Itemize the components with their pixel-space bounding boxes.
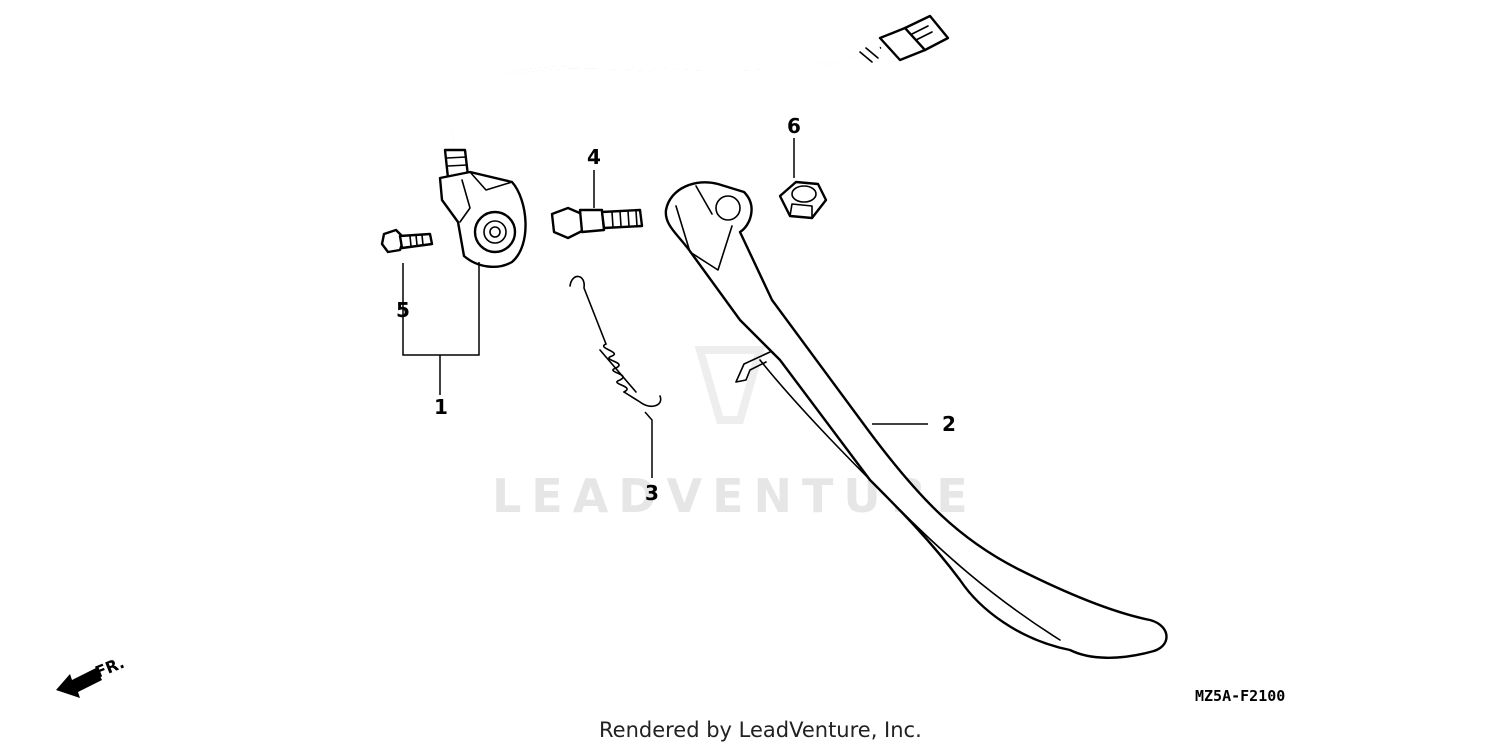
side-stand-2[interactable] bbox=[664, 181, 1168, 659]
callout-5[interactable]: 5 bbox=[396, 298, 410, 322]
callout-1[interactable]: 1 bbox=[434, 395, 448, 419]
bolt-5[interactable] bbox=[380, 228, 434, 254]
front-direction-indicator: FR. bbox=[56, 653, 127, 698]
footer-credit: Rendered by LeadVenture, Inc. bbox=[599, 718, 922, 742]
drawing-code: MZ5A-F2100 bbox=[1195, 687, 1285, 705]
side-stand-switch[interactable] bbox=[438, 14, 950, 268]
front-arrow-icon bbox=[56, 668, 102, 698]
pivot-bolt-4[interactable] bbox=[550, 206, 644, 240]
callout-3[interactable]: 3 bbox=[645, 481, 659, 505]
callouts: 1 2 3 4 5 6 bbox=[396, 114, 956, 505]
direction-label: FR. bbox=[92, 653, 127, 682]
callout-2[interactable]: 2 bbox=[942, 412, 956, 436]
spring-3[interactable] bbox=[569, 275, 662, 408]
nut-6[interactable] bbox=[778, 180, 828, 220]
leader-lines bbox=[402, 138, 928, 478]
callout-4[interactable]: 4 bbox=[587, 145, 601, 169]
callout-6[interactable]: 6 bbox=[787, 114, 801, 138]
